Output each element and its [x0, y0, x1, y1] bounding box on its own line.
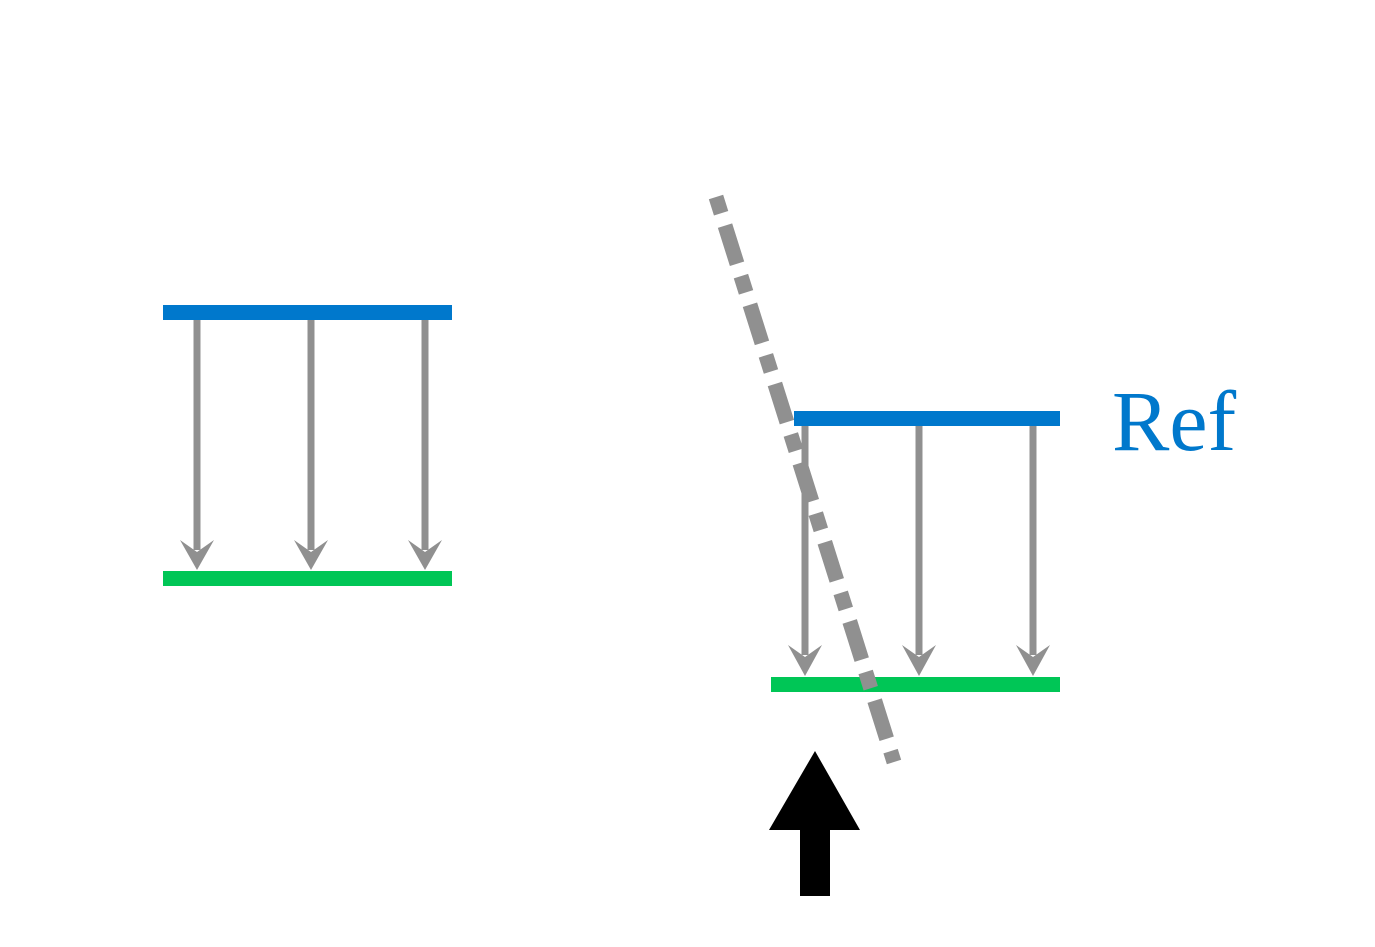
ref-label: Ref — [1112, 373, 1237, 469]
left-target-line — [163, 571, 452, 586]
right-target-line — [771, 677, 1060, 692]
right-reference-line — [794, 411, 1060, 426]
left-reference-line — [163, 305, 452, 320]
left-arrow-3 — [408, 320, 442, 570]
right-arrow-2 — [902, 426, 936, 676]
indicator-up-arrow — [769, 751, 860, 896]
left-arrow-2 — [294, 320, 328, 570]
left-panel — [163, 305, 452, 586]
tilted-dashdot-line — [708, 194, 902, 765]
right-arrow-3 — [1016, 426, 1050, 676]
right-panel: Ref — [708, 194, 1237, 896]
left-arrow-1 — [180, 320, 214, 570]
